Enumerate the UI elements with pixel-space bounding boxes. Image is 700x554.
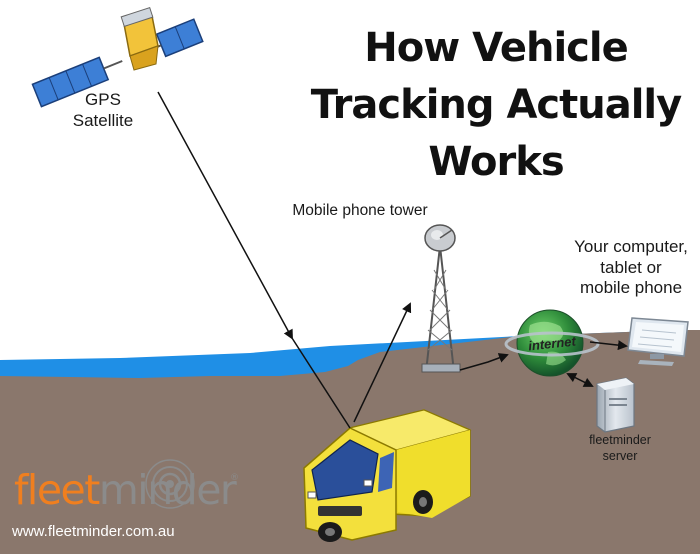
mobile-tower-icon: [421, 224, 461, 373]
gps-label-line-2: Satellite: [72, 110, 134, 130]
computer-label-line-3: mobile phone: [579, 278, 683, 298]
diagram-title: How Vehicle Tracking Actually Works: [300, 20, 692, 191]
link-gps-to-vehicle: [157, 91, 293, 340]
link-gps-to-vehicle-tail: [291, 337, 351, 429]
gps-satellite-label: GPS Satellite: [58, 90, 148, 131]
gps-label-line-1: GPS: [85, 90, 121, 109]
title-line-3: Works: [428, 139, 564, 185]
logo-fleet-text: fleet: [14, 466, 100, 514]
computer-label-line-2: tablet or: [600, 257, 662, 277]
server-label-line-2: server: [602, 449, 638, 464]
title-line-2: Tracking Actually: [310, 82, 682, 128]
server-label: fleetminder server: [580, 432, 660, 465]
server-label-line-1: fleetminder: [589, 433, 651, 447]
link-internet-to-server: [566, 373, 594, 387]
title-line-1: How Vehicle: [364, 25, 628, 71]
link-vehicle-to-tower: [353, 302, 412, 423]
fleetminder-logo: fleetminder: [14, 470, 237, 511]
internet-globe-icon: [504, 309, 600, 377]
computer-label: Your computer, tablet or mobile phone: [560, 237, 700, 299]
website-link[interactable]: www.fleetminder.com.au: [12, 523, 175, 540]
vehicle-van-icon: [303, 409, 472, 542]
logo-minder-text: minder: [98, 466, 237, 514]
fleetminder-logo-icon: [145, 459, 195, 509]
gps-satellite-icon: [31, 6, 204, 108]
computer-monitor-icon: [627, 317, 689, 366]
link-tower-to-internet: [459, 353, 509, 371]
mobile-tower-label: Mobile phone tower: [292, 202, 428, 219]
link-internet-to-computer: [589, 340, 628, 351]
server-icon: [596, 377, 635, 433]
computer-label-line-1: Your computer,: [574, 237, 688, 256]
logo-registered-mark: ®: [230, 473, 239, 483]
